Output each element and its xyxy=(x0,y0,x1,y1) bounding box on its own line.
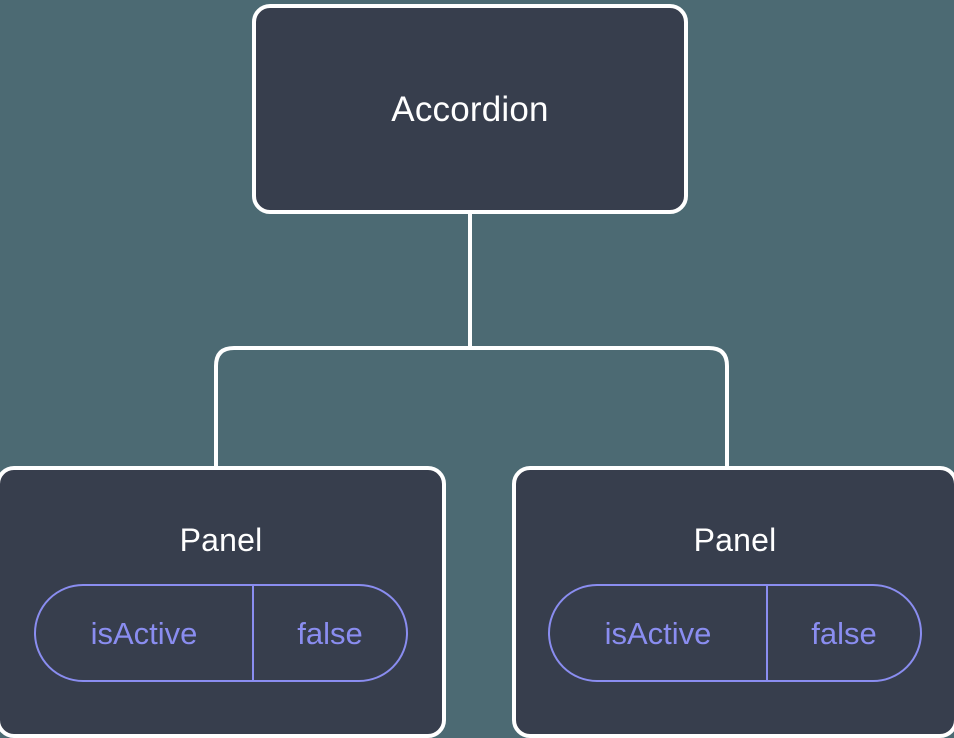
state-chip-panel-1-key: isActive xyxy=(90,615,198,651)
node-accordion-label: Accordion xyxy=(391,89,549,129)
node-panel-2[interactable]: Panel isActive false xyxy=(512,466,954,738)
node-accordion[interactable]: Accordion xyxy=(252,4,688,214)
connector-branch-bar xyxy=(214,346,729,468)
state-chip-panel-2-key: isActive xyxy=(604,615,712,651)
state-chip-panel-1[interactable]: isActive false xyxy=(34,584,408,682)
state-chip-panel-1-value: false xyxy=(252,586,406,680)
node-panel-1-label: Panel xyxy=(179,522,263,558)
node-panel-1[interactable]: Panel isActive false xyxy=(0,466,446,738)
state-chip-panel-2[interactable]: isActive false xyxy=(548,584,922,682)
node-panel-2-label: Panel xyxy=(693,522,777,558)
state-chip-panel-2-value: false xyxy=(766,586,920,680)
